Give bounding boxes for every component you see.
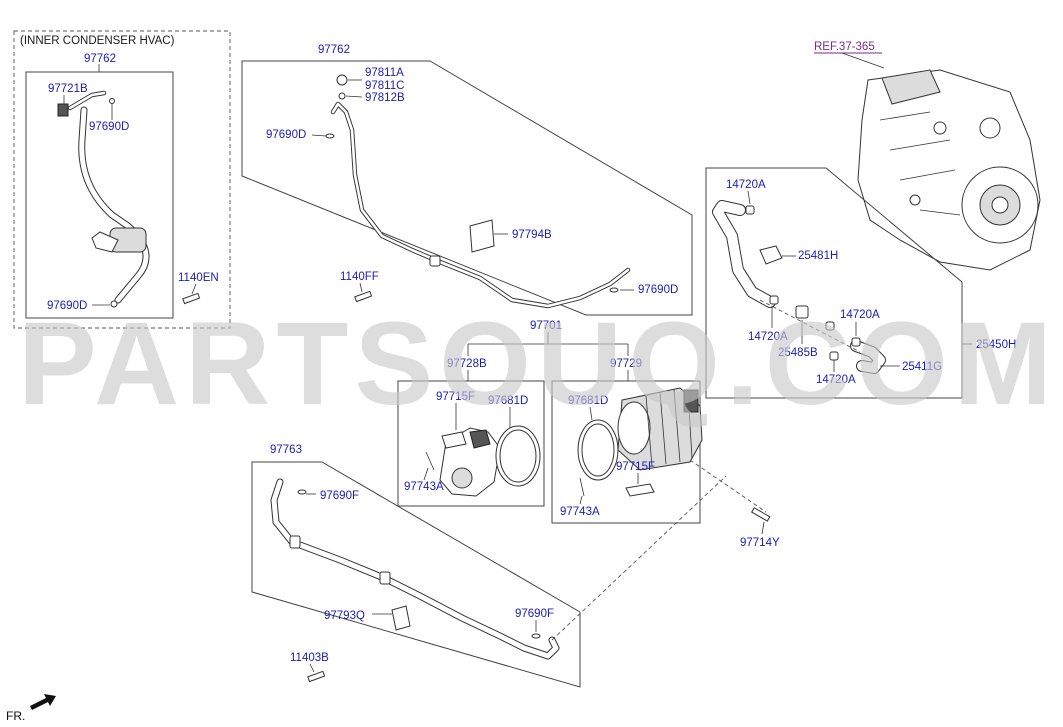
part-number-97701[interactable]: 97701 <box>530 320 562 332</box>
label-1140FF[interactable]: 1140FF <box>340 271 379 283</box>
label-97728B[interactable]: 97728B <box>447 358 487 370</box>
label-11403B[interactable]: 11403B <box>290 652 329 664</box>
front-indicator: FR. <box>6 694 56 723</box>
compressor-assembly-group: 97701 97728B 97729 97715F 97681D 97743A <box>397 320 780 549</box>
inner-condenser-group: (INNER CONDENSER HVAC) 97762 97721B 9769… <box>13 30 231 329</box>
label-1140EN[interactable]: 1140EN <box>178 272 219 284</box>
bolt-icon-c <box>307 670 326 683</box>
drive-unit-icon: REF.37-365 <box>814 41 1041 271</box>
front-label: FR. <box>6 709 25 723</box>
part-number-25450H[interactable]: 25450H <box>976 339 1016 351</box>
label-14720A-c[interactable]: 14720A <box>840 309 880 321</box>
compressor-left-frame <box>397 380 545 507</box>
inner-condenser-heading: (INNER CONDENSER HVAC) <box>20 35 175 47</box>
condenser-hose-icon <box>57 90 201 308</box>
cooling-hose-frame <box>705 167 963 399</box>
label-97729[interactable]: 97729 <box>610 358 642 370</box>
suction-hose-icon <box>270 475 727 683</box>
suction-hose-group: 97763 97690F 97793Q 97690F 11403B <box>251 444 727 688</box>
watermark-text: PARTSOUQ.COM <box>18 298 1058 430</box>
label-97794B[interactable]: 97794B <box>512 229 552 241</box>
reference-label[interactable]: REF.37-365 <box>814 41 875 53</box>
label-97721B[interactable]: 97721B <box>48 83 88 95</box>
label-97714Y[interactable]: 97714Y <box>740 537 780 549</box>
bolt-icon <box>182 292 201 305</box>
label-97793Q[interactable]: 97793Q <box>324 610 365 622</box>
label-97690D-d[interactable]: 97690D <box>638 284 678 296</box>
label-97690F-a[interactable]: 97690F <box>320 490 359 502</box>
discharge-hose-group: 97762 97811A 97811C 97812B 97690D 97794B… <box>241 44 693 316</box>
label-25411G[interactable]: 25411G <box>902 361 942 373</box>
label-97811C[interactable]: 97811C <box>365 80 404 92</box>
label-14720A-b[interactable]: 14720A <box>748 331 788 343</box>
inverter-icon <box>425 425 541 497</box>
label-97715F-b[interactable]: 97715F <box>616 461 655 473</box>
label-25481H[interactable]: 25481H <box>798 250 838 262</box>
clip-icon <box>391 605 411 631</box>
label-97715F-a[interactable]: 97715F <box>436 391 475 403</box>
ac-compressor-icon <box>577 387 703 497</box>
label-25485B[interactable]: 25485B <box>778 347 818 359</box>
label-14720A-d[interactable]: 14720A <box>816 374 856 386</box>
inner-condenser-dashed-frame <box>13 30 231 329</box>
discharge-hose-icon <box>325 74 631 309</box>
label-97812B[interactable]: 97812B <box>365 92 405 104</box>
part-number-97762-b[interactable]: 97762 <box>318 44 350 56</box>
bracket-icon <box>469 219 495 253</box>
label-97690D-a[interactable]: 97690D <box>89 121 129 133</box>
bolt-icon-b <box>354 290 373 303</box>
label-97690D-c[interactable]: 97690D <box>266 129 306 141</box>
label-97811A[interactable]: 97811A <box>365 67 404 79</box>
label-97681D-a[interactable]: 97681D <box>488 395 528 407</box>
cooling-hose-group: 25450H 14720A 25481H 14720A 25485B 14720… <box>705 167 1016 399</box>
compressor-right-frame <box>551 380 701 524</box>
discharge-hose-frame <box>241 60 693 316</box>
label-14720A-a[interactable]: 14720A <box>726 179 766 191</box>
pressure-sensor-icon <box>57 103 69 117</box>
part-number-97763[interactable]: 97763 <box>270 444 302 456</box>
coolant-hose-icon <box>712 200 886 374</box>
front-arrow-icon <box>30 694 56 710</box>
label-97681D-b[interactable]: 97681D <box>568 395 608 407</box>
label-97690D-b[interactable]: 97690D <box>47 300 87 312</box>
label-97690F-b[interactable]: 97690F <box>515 608 554 620</box>
suction-hose-frame <box>251 461 581 688</box>
part-number-97762-a[interactable]: 97762 <box>84 53 116 65</box>
label-97743A-a[interactable]: 97743A <box>404 481 444 493</box>
label-97743A-b[interactable]: 97743A <box>560 506 600 518</box>
compressor-bolt-icon <box>751 507 771 522</box>
inner-condenser-part-frame <box>25 71 174 319</box>
